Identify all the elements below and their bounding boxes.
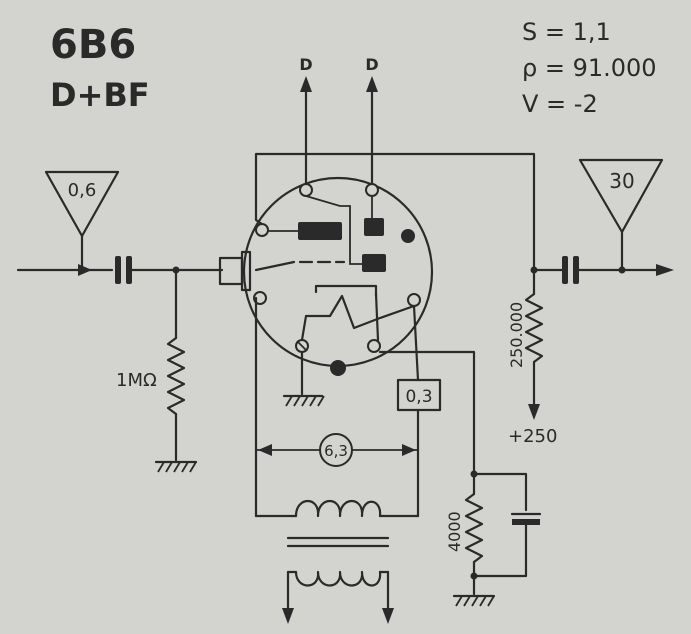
diode-outputs: D D	[299, 55, 379, 186]
tube-function: D+BF	[50, 76, 150, 114]
param-s: S = 1,1	[522, 18, 611, 46]
param-v: V = -2	[522, 90, 598, 118]
input-level-triangle: 0,6	[44, 170, 120, 272]
diode-left-arrow-icon	[300, 76, 312, 92]
cathode-resistor-label: 4000	[445, 511, 464, 552]
cathode-bias-network: 4000	[378, 350, 542, 596]
output-arrow-icon	[656, 264, 674, 276]
input-level-label: 0,6	[68, 180, 97, 201]
cathode-ground-icon	[282, 350, 325, 407]
input-capacitor	[115, 256, 224, 284]
heater-transformer	[282, 500, 394, 624]
output-level-triangle: 30	[578, 158, 664, 272]
param-rho: ρ = 91.000	[522, 54, 657, 82]
grid-resistor-label: 1MΩ	[116, 370, 157, 391]
heater-current-label: 0,3	[405, 387, 432, 407]
grid-ground-icon	[154, 460, 198, 473]
plate-resistor-label: 250.000	[507, 302, 526, 368]
heater-circuit: 6,3	[254, 296, 420, 518]
diode-right-label: D	[365, 55, 378, 74]
grid-resistor: 1MΩ	[116, 268, 186, 462]
transformer-left-arrow-icon	[282, 608, 294, 624]
tube-envelope	[218, 176, 434, 368]
supply-arrow-icon	[528, 404, 540, 420]
plate-wire	[254, 152, 538, 274]
bias-ground-icon	[452, 594, 496, 607]
diode-right-arrow-icon	[366, 76, 378, 92]
input-line	[16, 264, 114, 276]
plate-resistor: 250.000 +250	[507, 268, 557, 447]
diode-left-label: D	[299, 55, 312, 74]
output-line	[532, 256, 674, 284]
supply-label: +250	[508, 426, 557, 447]
tube-name: 6B6	[50, 22, 136, 68]
transformer-right-arrow-icon	[382, 608, 394, 624]
output-level-label: 30	[609, 169, 634, 193]
tube-internals	[253, 183, 421, 376]
heater-voltage-label: 6,3	[324, 442, 348, 460]
